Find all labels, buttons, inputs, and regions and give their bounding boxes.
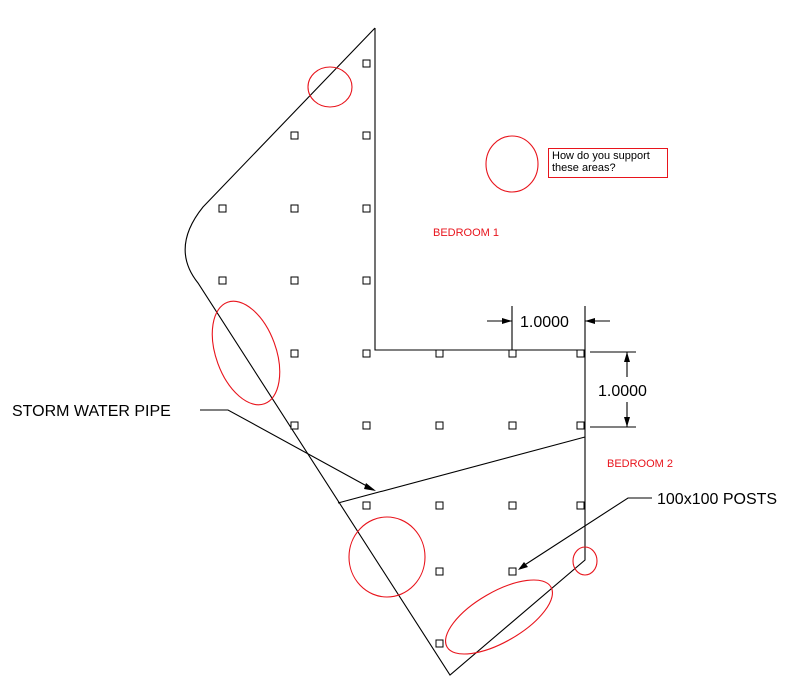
- horizontal-dimension-value: 1.0000: [520, 314, 569, 331]
- problem-area-circle: [211, 300, 281, 406]
- posts-leader: 100x100 POSTS: [518, 491, 777, 570]
- storm-water-pipe-leader: STORM WATER PIPE: [12, 403, 376, 491]
- post: [362, 349, 371, 358]
- question-note: How do you support these areas?: [548, 148, 668, 178]
- vertical-dimension: 1.0000: [590, 351, 647, 428]
- post: [362, 204, 371, 213]
- problem-area-circle: [485, 135, 539, 193]
- horizontal-dimension: 1.0000: [487, 306, 610, 350]
- post: [508, 501, 517, 510]
- storm-water-pipe-line: [337, 436, 586, 504]
- post: [508, 349, 517, 358]
- post: [290, 204, 299, 213]
- post: [508, 567, 517, 576]
- problem-area-markers: [211, 66, 598, 655]
- post: [362, 276, 371, 285]
- post: [290, 276, 299, 285]
- bedroom2-label: BEDROOM 2: [607, 458, 673, 470]
- problem-area-circle: [348, 516, 426, 598]
- post: [435, 349, 444, 358]
- post: [435, 501, 444, 510]
- question-note-line2: these areas?: [552, 162, 616, 174]
- bedroom1-label: BEDROOM 1: [433, 227, 499, 239]
- post: [362, 59, 371, 68]
- post: [218, 276, 227, 285]
- post: [290, 421, 299, 430]
- problem-area-circle: [307, 66, 353, 108]
- post: [290, 131, 299, 140]
- post: [362, 131, 371, 140]
- post: [435, 421, 444, 430]
- post: [576, 421, 585, 430]
- problem-area-circle: [445, 579, 553, 655]
- post: [508, 421, 517, 430]
- post: [362, 501, 371, 510]
- post: [218, 204, 227, 213]
- post: [435, 567, 444, 576]
- post: [362, 421, 371, 430]
- posts-grid: [218, 59, 585, 648]
- post: [576, 349, 585, 358]
- posts-label: 100x100 POSTS: [657, 491, 777, 508]
- storm-water-pipe-label: STORM WATER PIPE: [12, 403, 171, 420]
- post: [576, 501, 585, 510]
- question-note-line1: How do you support: [552, 150, 650, 162]
- post: [435, 639, 444, 648]
- vertical-dimension-value: 1.0000: [598, 383, 647, 400]
- problem-area-circle: [572, 546, 598, 576]
- post: [290, 349, 299, 358]
- slab-outline: [184, 27, 586, 676]
